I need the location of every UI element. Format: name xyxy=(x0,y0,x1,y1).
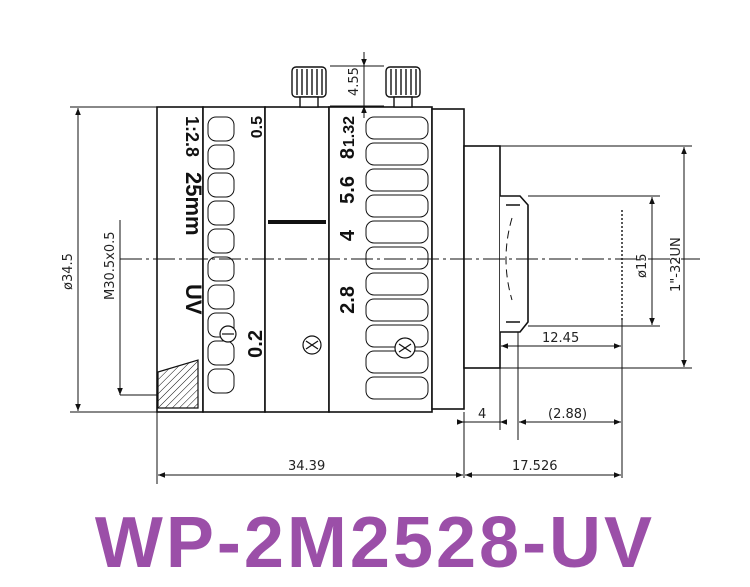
dim-step: 4 xyxy=(478,407,486,422)
lens-drawing: 1:2.8 25mm UV 0.2 0.5 1.32 8 5.6 4 2.8 xyxy=(61,52,700,484)
marking-aperture-max: 1:2.8 xyxy=(182,116,202,157)
dim-outer-dia: ø34.5 xyxy=(61,253,76,290)
body-screw-icon xyxy=(219,325,416,359)
lock-screw-right xyxy=(385,66,421,108)
marking-focus-near: 0.2 xyxy=(245,330,267,358)
marking-fstop-3: 4 xyxy=(337,229,359,241)
dim-mount-dia: ø15 xyxy=(635,254,650,279)
marking-fstop-0: 1.32 xyxy=(341,116,358,147)
aperture-grip xyxy=(207,116,235,394)
lens-markings: 1:2.8 25mm UV 0.2 0.5 1.32 8 5.6 4 2.8 xyxy=(181,116,359,358)
dim-screw-height: 4.55 xyxy=(347,67,362,96)
focus-grip xyxy=(365,116,429,400)
dim-back-clear: (2.88) xyxy=(548,407,587,422)
dim-mount-thread: 1"-32UN xyxy=(669,237,684,292)
marking-focus-far: 0.5 xyxy=(249,116,266,138)
lock-screw-left xyxy=(291,66,327,108)
dimensions xyxy=(70,52,692,484)
dim-body-length: 34.39 xyxy=(288,459,325,474)
marking-fstop-2: 5.6 xyxy=(337,176,359,204)
dim-back-focal: 17.526 xyxy=(512,459,558,474)
dimension-labels: ø34.5 M30.5x0.5 4.55 ø15 1"-32UN 12.45 4… xyxy=(61,67,684,474)
dim-filter-thread: M30.5x0.5 xyxy=(103,231,118,300)
marking-uv: UV xyxy=(181,284,206,315)
marking-focal: 25mm xyxy=(181,172,206,236)
marking-fstop-4: 2.8 xyxy=(337,286,359,314)
model-title: WP-2M2528-UV xyxy=(94,503,656,583)
marking-fstop-1: 8 xyxy=(337,148,359,159)
dim-flange: 12.45 xyxy=(542,331,579,346)
